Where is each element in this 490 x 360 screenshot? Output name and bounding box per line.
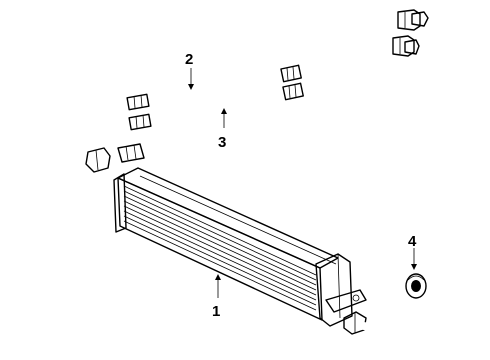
mounting-grommet	[405, 273, 427, 299]
callout-1: 1	[212, 303, 220, 320]
cooler-inlet-fittings	[85, 143, 145, 173]
callout-3: 3	[218, 134, 226, 151]
upper-cooler-line	[68, 16, 414, 164]
return-hose-loop	[146, 156, 400, 334]
oil-cooler	[113, 167, 367, 335]
lower-line-end-fitting	[392, 35, 420, 57]
leader-lines	[188, 68, 417, 298]
lower-cooler-line	[88, 42, 409, 178]
upper-line-end-fitting	[397, 9, 429, 31]
callout-2: 2	[185, 51, 193, 68]
cooler-fins	[123, 175, 337, 311]
callout-4: 4	[408, 233, 417, 250]
